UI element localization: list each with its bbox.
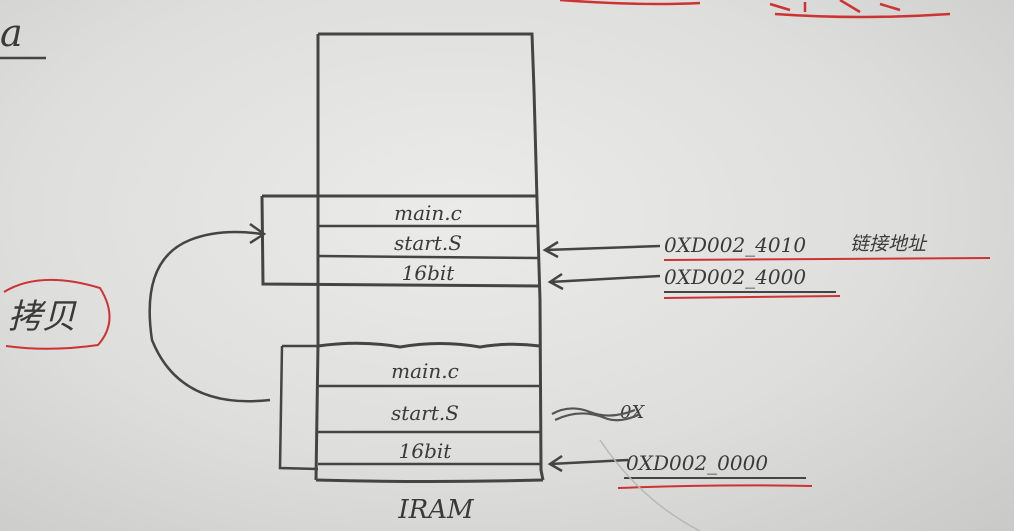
- crossed-out-text: 0X: [620, 402, 645, 423]
- copy-arc-arrow-head: [249, 222, 267, 245]
- arrow-head-4010: [542, 240, 559, 259]
- copy-label-red-circle: [3, 278, 111, 350]
- copy-label: 拷贝: [8, 297, 77, 337]
- lower-segment-start-s: start.S: [391, 401, 459, 425]
- upper-segment-16bit: 16bit: [402, 261, 456, 285]
- iram-label: IRAM: [397, 495, 475, 525]
- iram-right-edge: [318, 32, 545, 481]
- top-right-red-underline: [774, 12, 951, 19]
- upper-region-bracket: [260, 195, 541, 288]
- arrow-head-4000: [547, 272, 564, 291]
- red-underline-0000: [617, 484, 813, 489]
- address-arrow-4010: [544, 244, 661, 252]
- top-right-red-scribble: [769, 0, 901, 14]
- lower-bracket: [278, 345, 319, 471]
- lower-segment-main-c: main.c: [391, 359, 459, 383]
- red-underline-4010: [663, 257, 991, 261]
- upper-segment-start-s: start.S: [394, 231, 462, 255]
- arrow-head-0000: [547, 454, 563, 473]
- address-arrow-4000: [549, 274, 661, 284]
- address-label-0000: 0XD002_0000: [626, 451, 768, 475]
- iram-left-edge: [314, 34, 320, 481]
- red-underline-4000: [663, 295, 841, 299]
- crossed-out-scribble: [551, 407, 641, 422]
- address-label-4010: 0XD002_4010: [664, 233, 806, 257]
- lower-segment-16bit: 16bit: [399, 439, 453, 463]
- top-red-mark: [559, 0, 701, 6]
- copy-arc-arrow: [148, 230, 271, 403]
- lower-region-top-squiggle: [317, 341, 541, 349]
- link-address-annotation: 链接地址: [850, 233, 928, 255]
- address-label-4000: 0XD002_4000: [664, 265, 806, 289]
- upper-segment-main-c: main.c: [394, 201, 462, 225]
- iram-bottom-edge: [315, 478, 544, 483]
- top-left-fragment: a: [0, 11, 23, 55]
- faint-arc: [599, 439, 701, 531]
- upper-divider-2: [317, 254, 539, 260]
